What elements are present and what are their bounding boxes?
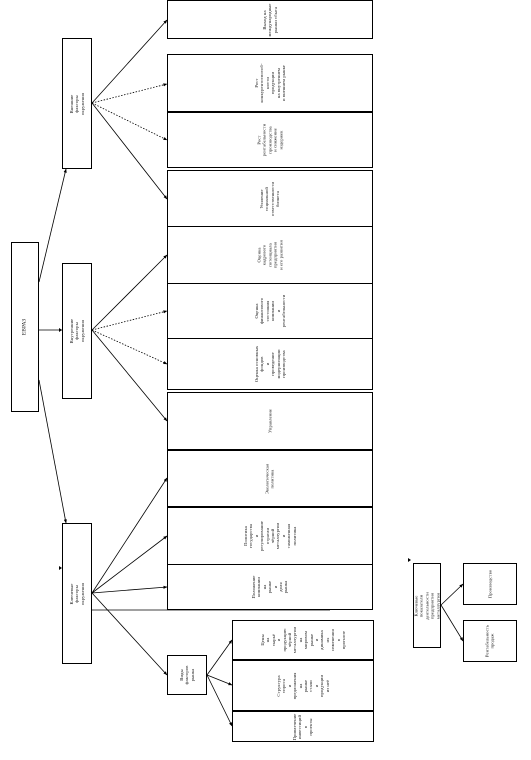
key-item-label: Положение компании на рынке и доля рынка [251,574,289,599]
market-item-label: Структура спроса и предложения на рынке … [275,672,330,699]
root-box: ЕВРАЗ [11,242,39,412]
connector-line [206,674,233,727]
arrowhead-marker [59,328,62,332]
internal-item-label: Оценка основных фондов и проведение моде… [253,345,286,383]
kpi-label: Ключевые показатели деятельности предпри… [413,591,441,620]
market-item-box: Привлечение инвестиций в проекты [232,711,374,742]
external-item-box: Рост конкурентоспособ- ности продукции н… [167,54,373,112]
connector-line [91,102,168,141]
market-factors-box: Виды факторов рынка [167,655,207,695]
kpi-item-box: Рентабельность продаж [463,620,517,662]
key-item-box: Положение компании на рынке и доля рынка [167,563,373,610]
external-item-label: Выход на международные рынки сбыта [261,3,278,36]
internal-item-label: Оценка финансового состояния компании и … [253,294,286,328]
kpi-item-label: Рентабельность продаж [484,624,495,658]
group-internal-box: Внутренние факторы окружения [62,263,92,399]
market-item-label: Цены на сырьё и продукцию чёрной металлу… [259,626,346,654]
connector-line [440,583,464,606]
root-label: ЕВРАЗ [21,318,28,336]
connector-line [91,535,168,594]
arrowhead-marker [408,558,411,562]
market-item-box: Структура спроса и предложения на рынке … [232,660,374,711]
external-item-box: Рост рентабельности производства и сниже… [167,112,373,168]
group-external-box: Внешние факторы окружения [62,38,92,169]
connector-line [440,604,464,642]
connector-line [91,254,168,331]
internal-item-label: Управление [267,408,273,434]
internal-item-box: Оценка финансового состояния компании и … [167,283,373,339]
market-factors-label: Виды факторов рынка [178,665,195,685]
external-item-box: Усиление социальной ответственности бизн… [167,170,373,228]
key-item-box: Экологическая политика [167,450,373,507]
connector-line [91,329,168,422]
group-key-box: Ключевые факторы окружения [62,523,92,664]
connector-line [91,585,168,594]
external-item-label: Рост конкурентоспособ- ности продукции н… [253,63,286,103]
internal-item-box: Оценка основных фондов и проведение моде… [167,338,373,390]
external-item-box: Выход на международные рынки сбыта [167,0,373,39]
connector-line [91,592,168,676]
internal-item-box: Управление [167,392,373,450]
connector-line [91,19,168,104]
external-item-label: Рост рентабельности производства и сниже… [256,123,284,157]
kpi-box: Ключевые показатели деятельности предпри… [413,563,441,648]
internal-item-label: Оценка кадрового потенциала предприятия … [256,240,284,270]
market-item-box: Цены на сырьё и продукцию чёрной металлу… [232,620,374,660]
group-internal-label: Внутренние факторы окружения [68,318,85,344]
connector-line [206,639,233,676]
connector-line [91,310,168,331]
connector-line [91,329,168,365]
connector-line [206,674,233,686]
arrowhead-marker [59,566,62,570]
key-item-label: Экологическая политика [264,463,275,494]
group-key-label: Ключевые факторы окружения [68,582,85,605]
internal-item-box: Оценка кадрового потенциала предприятия … [167,226,373,284]
key-item-box: Политика государства и регулирование отр… [167,507,373,565]
kpi-item-label: Производство [487,569,493,599]
market-item-label: Привлечение инвестиций в проекты [292,713,314,740]
connector-line [38,379,67,524]
group-external-label: Внешние факторы окружения [68,92,85,115]
kpi-item-box: Производство [463,563,517,605]
connector-line [91,477,168,594]
connector-line [38,168,67,283]
key-item-label: Политика государства и регулирование отр… [242,520,297,552]
connector-line [91,83,168,104]
external-item-label: Усиление социальной ответственности бизн… [259,181,281,217]
connector-line [91,102,168,200]
